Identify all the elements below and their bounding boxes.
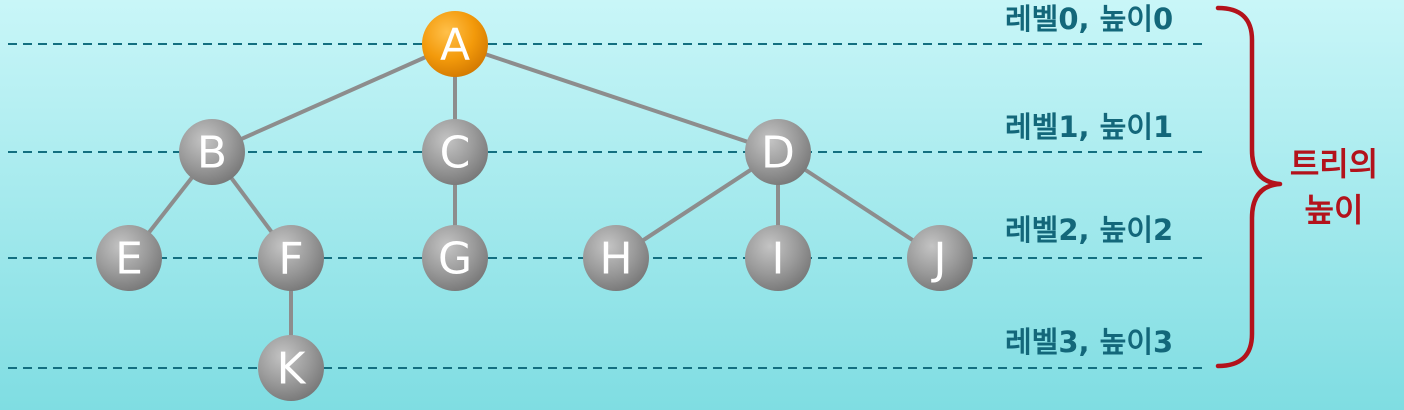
node-label-h: H [599,234,632,285]
node-f: F [258,225,324,291]
node-label-d: D [761,128,795,179]
node-c: C [422,119,488,185]
node-circle-b [179,119,245,185]
node-label-i: I [772,234,785,285]
tree-height-label-line1: 트리의 [1290,145,1378,183]
edge-a-b [211,42,456,154]
node-label-a: A [440,20,470,71]
node-k: K [258,335,324,401]
level-label-3: 레벨3, 높이3 [1005,325,1173,359]
node-circle-e [96,225,162,291]
node-h: H [583,225,649,291]
level-label-0: 레벨0, 높이0 [1005,2,1173,36]
node-circle-i [745,225,811,291]
node-circle-c [422,119,488,185]
level-labels: 레벨0, 높이0 레벨1, 높이1 레벨2, 높이2 레벨3, 높이3 [1005,2,1173,359]
level-label-1: 레벨1, 높이1 [1005,110,1173,144]
node-b: B [179,119,245,185]
node-j: J [907,225,973,291]
node-circle-k [258,335,324,401]
node-circle-d [745,119,811,185]
height-brace [1215,5,1283,369]
level-label-2: 레벨2, 높이2 [1005,213,1173,247]
node-label-b: B [197,128,227,179]
node-e: E [96,225,162,291]
node-a: A [422,11,488,77]
node-label-g: G [438,234,472,285]
node-label-f: F [278,234,303,285]
node-g: G [422,225,488,291]
node-d: D [745,119,811,185]
node-i: I [745,225,811,291]
node-label-j: J [931,234,947,285]
node-circle-g [422,225,488,291]
node-circle-a [422,11,488,77]
edge-a-d [454,42,779,154]
tree-height-label-line2: 높이 [1305,191,1364,229]
node-circle-f [258,225,324,291]
node-label-k: K [277,344,307,395]
node-label-e: E [115,234,143,285]
node-label-c: C [440,128,471,179]
node-circle-j [907,225,973,291]
tree-nodes: A B C D E F G H I J K [96,11,973,401]
node-circle-h [583,225,649,291]
